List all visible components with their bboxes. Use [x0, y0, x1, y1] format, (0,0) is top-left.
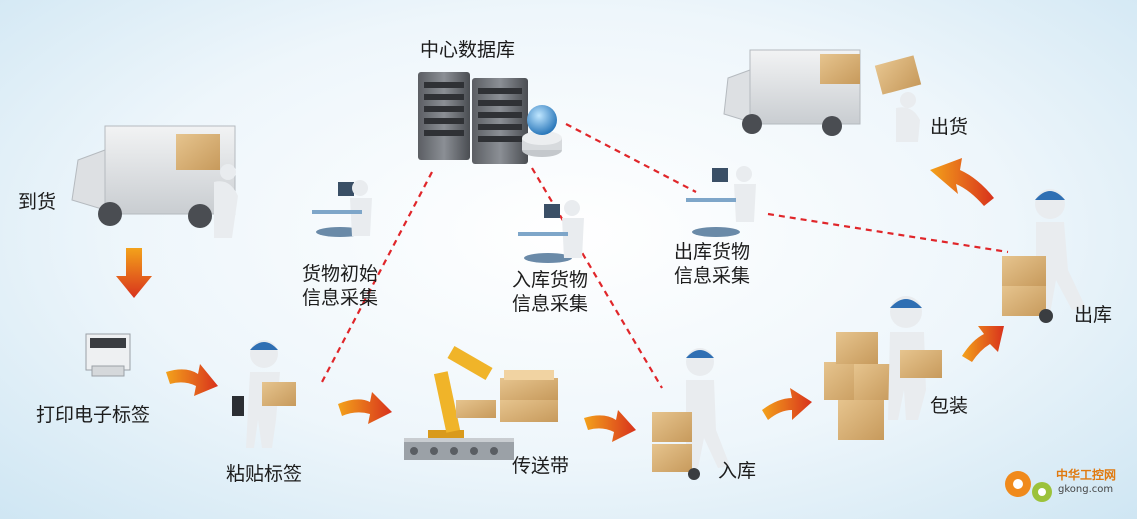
- node-inbound-info-label: 入库货物 信息采集: [512, 268, 588, 316]
- node-central-db-label: 中心数据库: [420, 38, 515, 62]
- globe-icon: [527, 105, 557, 135]
- node-storage-in-label: 入库: [718, 459, 756, 483]
- node-conveyor-label: 传送带: [512, 454, 569, 478]
- printer-icon: [86, 334, 130, 376]
- flow-arrow-outbound-to-shipping: [930, 158, 994, 206]
- box-stack-icon: [500, 370, 558, 422]
- watermark-url: gkong.com: [1058, 484, 1113, 495]
- node-initial-info-label: 货物初始 信息采集: [302, 262, 378, 310]
- flow-arrow-packing-to-outbound: [962, 326, 1004, 362]
- flow-arrow-print-to-paste: [166, 364, 218, 396]
- workstation-inbound-icon: [518, 200, 584, 263]
- node-storage-out-label: 出库: [1074, 303, 1112, 327]
- node-outbound-info-label: 出库货物 信息采集: [674, 240, 750, 288]
- node-packing-label: 包装: [930, 394, 968, 418]
- truck-shipping-icon: [724, 50, 921, 142]
- robot-arm-icon: [428, 346, 496, 446]
- flow-arrow-paste-to-conveyor: [338, 392, 392, 424]
- watermark: 中华工控网 gkong.com: [1002, 460, 1132, 510]
- watermark-title: 中华工控网: [1056, 466, 1116, 483]
- worker-label-icon: [232, 340, 296, 448]
- flow-arrow-inbound-to-packing: [762, 388, 812, 420]
- node-arrival-label: 到货: [18, 190, 56, 214]
- node-shipping-label: 出货: [930, 115, 968, 139]
- link-db-to-outbound-info: [566, 124, 696, 192]
- link-outbound-info-to-outbound: [768, 214, 1008, 252]
- flow-arrow-conveyor-to-inbound: [584, 410, 636, 442]
- node-print-label-label: 打印电子标签: [36, 403, 150, 427]
- workstation-outbound-icon: [686, 166, 756, 237]
- node-paste-label-label: 粘贴标签: [226, 462, 302, 486]
- truck-arrival-icon: [72, 126, 238, 238]
- workstation-initial-icon: [312, 180, 372, 237]
- packing-icon: [824, 296, 942, 440]
- flow-arrow-arrival-to-print: [116, 248, 152, 298]
- conveyor-icon: [404, 438, 514, 460]
